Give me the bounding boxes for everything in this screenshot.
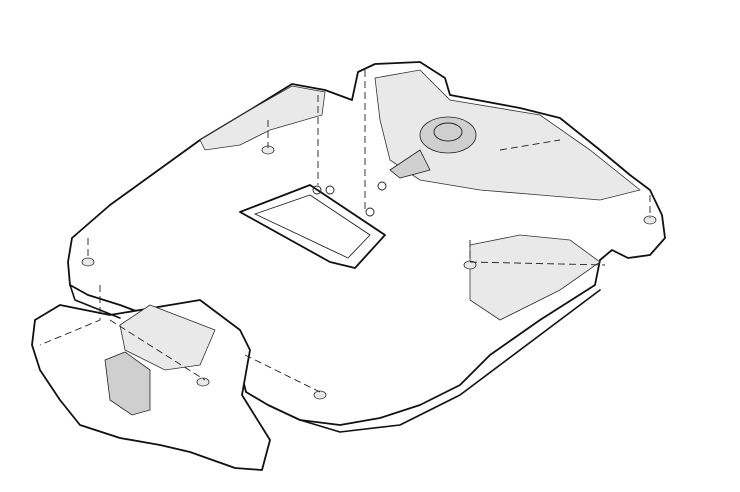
round-boss (419, 116, 477, 154)
mount-hole (643, 215, 657, 225)
body-lower-edge (69, 284, 121, 319)
wedge-bracket (389, 149, 431, 179)
mount-hole (313, 390, 327, 400)
fastener (312, 185, 322, 195)
round-boss-hole (433, 122, 463, 142)
assembly-guide-lines (39, 70, 651, 393)
rear-left-flap (199, 85, 326, 151)
right-side-shelf (469, 234, 601, 321)
access-cover-inner (253, 194, 371, 259)
mount-hole (196, 377, 210, 387)
mount-hole (463, 260, 477, 270)
mount-hole (81, 257, 95, 267)
front-clip (104, 351, 151, 416)
rear-right-shelf (374, 69, 641, 201)
fastener (377, 181, 387, 191)
front-raised-pad (119, 304, 216, 371)
access-cover-plate (239, 184, 386, 269)
body-bottom-lip (299, 289, 601, 433)
fastener (365, 207, 375, 217)
fastener (325, 185, 335, 195)
front-splash-shield (31, 299, 271, 471)
